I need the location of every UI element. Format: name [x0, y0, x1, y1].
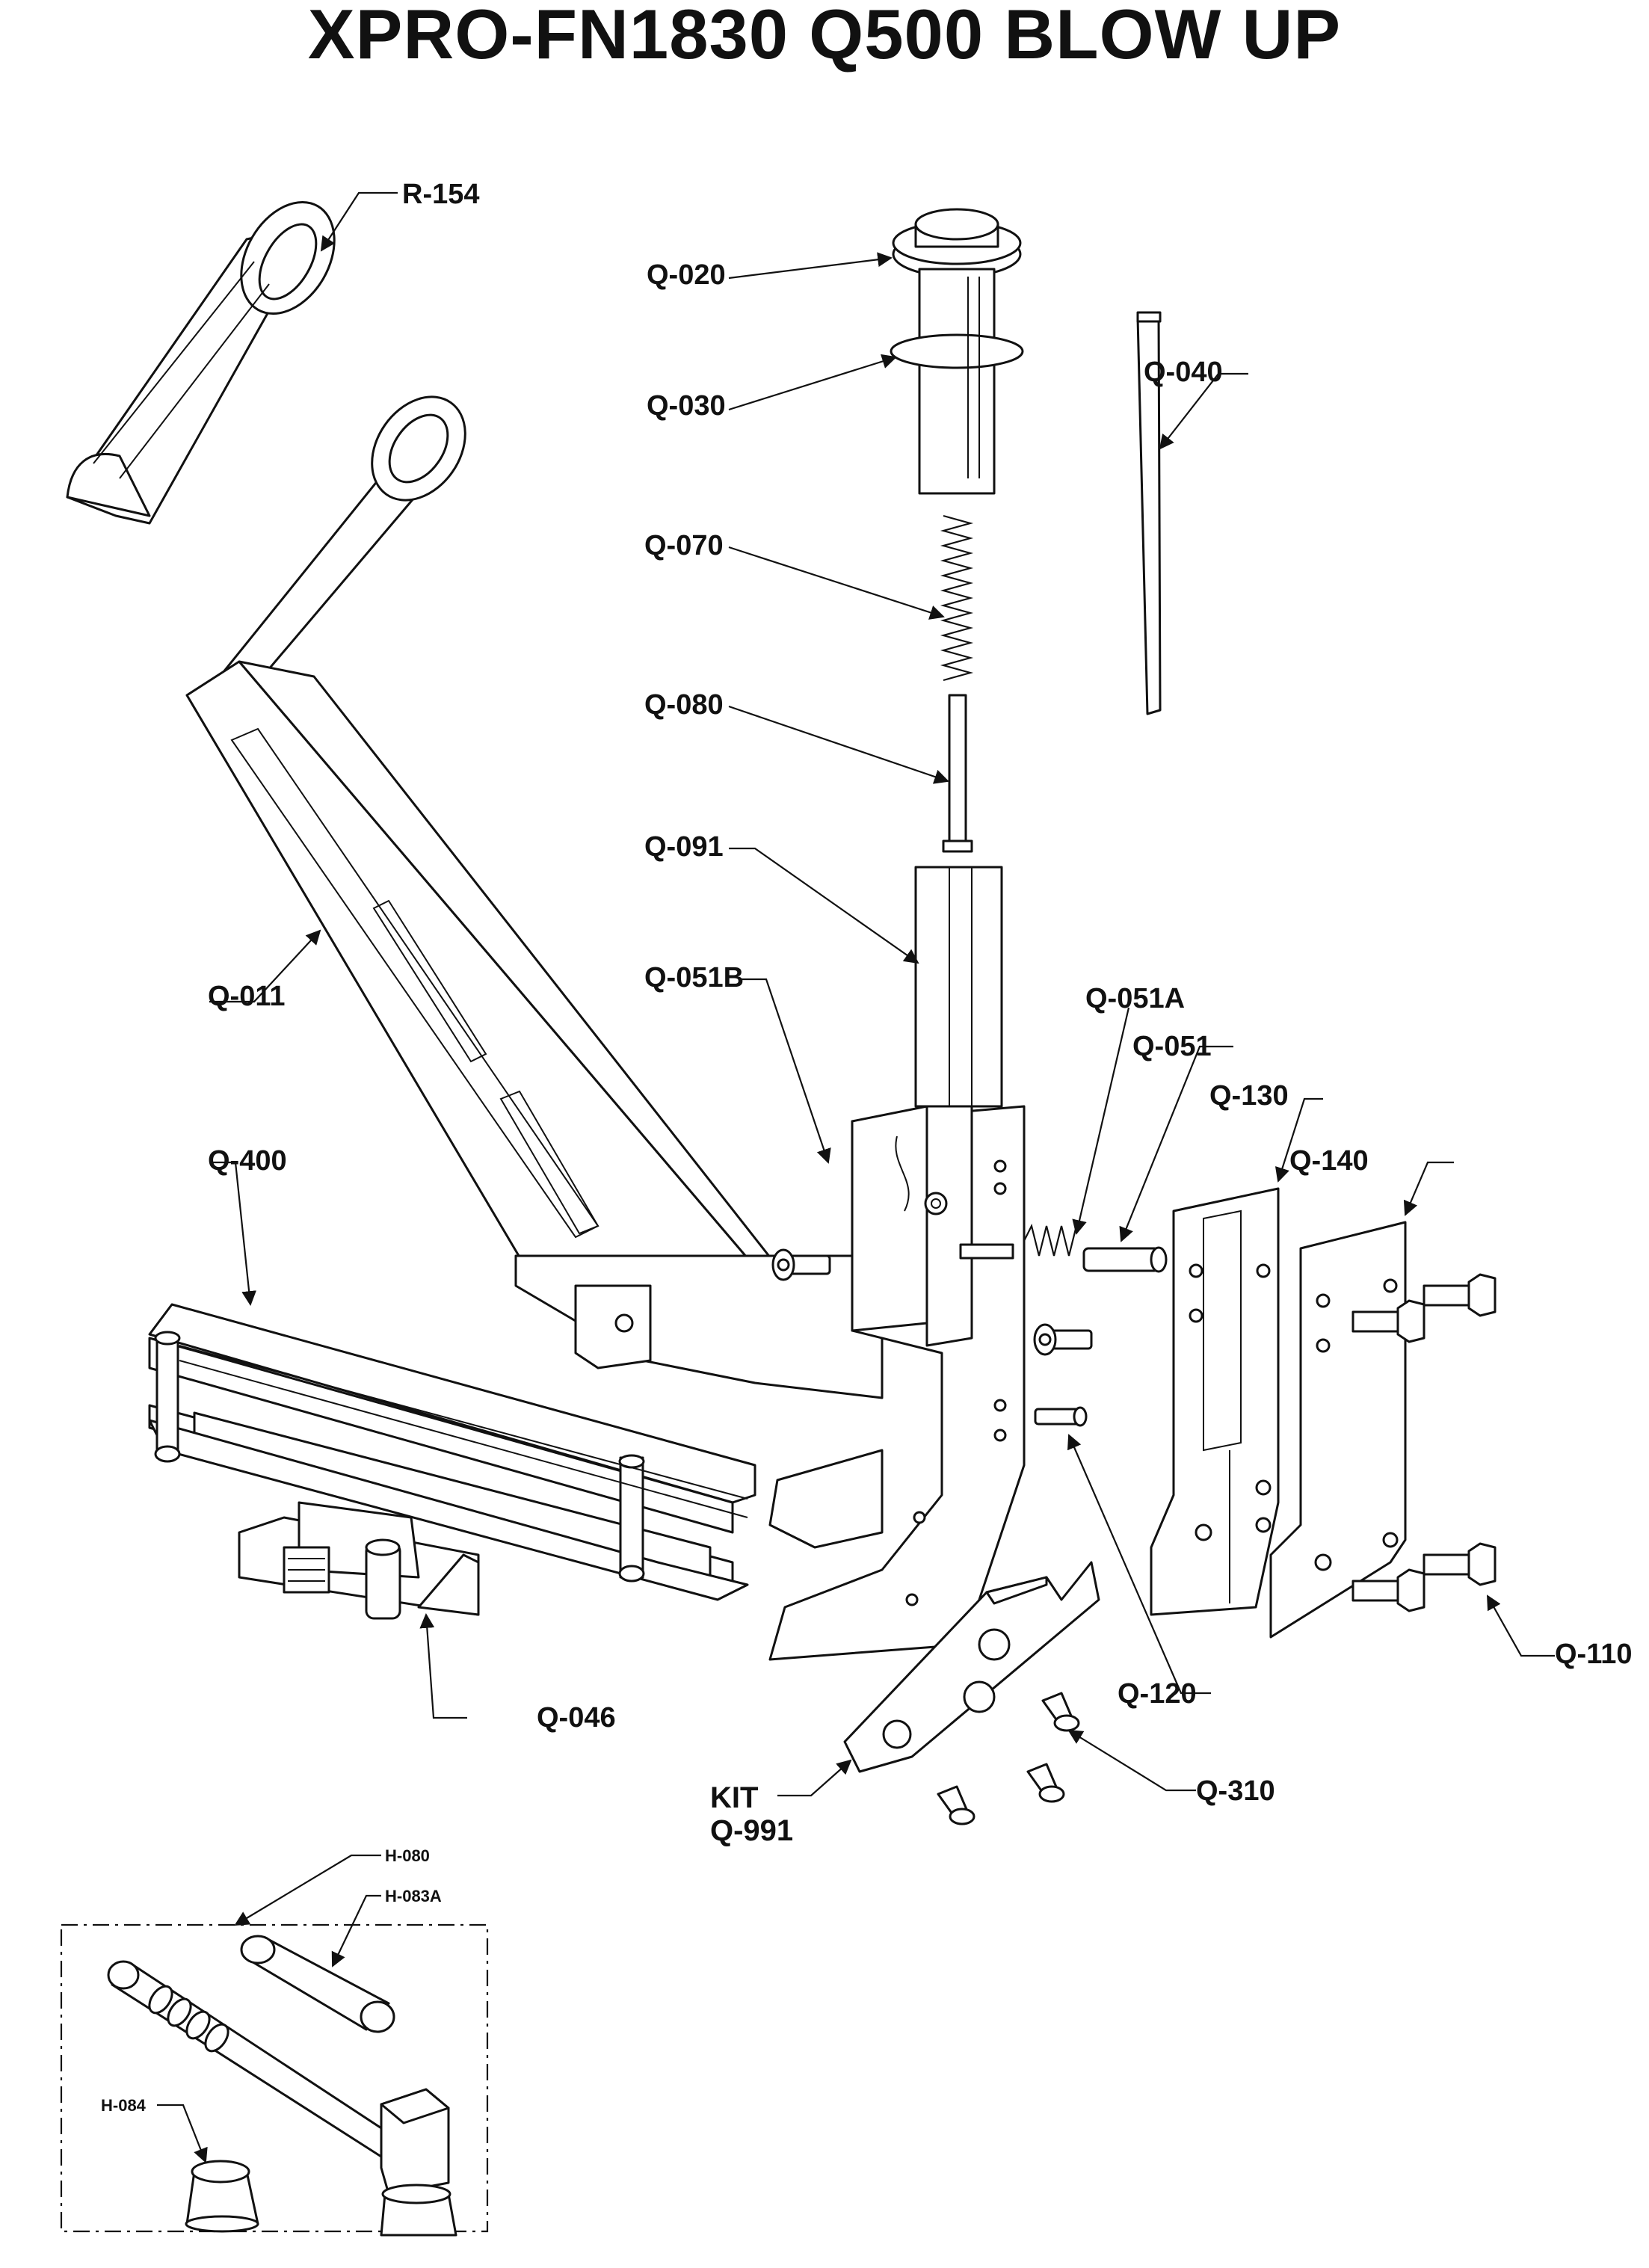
small-spring-q051a — [1023, 1223, 1078, 1257]
label-q130: Q-130 — [1209, 1080, 1289, 1112]
spring-q070 — [940, 514, 974, 682]
label-q400: Q-400 — [208, 1145, 287, 1177]
piston-cap-q020 — [892, 208, 1022, 278]
label-q070: Q-070 — [644, 530, 724, 561]
mallet-kit-inset — [60, 1923, 489, 2237]
label-q110: Q-110 — [1555, 1639, 1633, 1670]
screw-q310-a — [1041, 1692, 1080, 1732]
pin-q120 — [1034, 1406, 1088, 1427]
handle-arm-q011 — [185, 395, 794, 1306]
label-h080: H-080 — [385, 1846, 430, 1865]
part-labels: R-154 Q-020 Q-030 Q-040 Q-070 Q-080 Q-09… — [101, 179, 1633, 2115]
label-q040: Q-040 — [1144, 357, 1223, 388]
label-q051a: Q-051A — [1085, 983, 1185, 1014]
label-kit: KIT — [710, 1781, 758, 1814]
diagram-title: XPRO-FN1830 Q500 BLOW UP — [307, 0, 1342, 73]
guide-channel-q091 — [914, 866, 1003, 1108]
screw-q310-b — [1026, 1763, 1065, 1803]
bolt-lower-left-q110 — [1351, 1568, 1425, 1612]
label-h083a: H-083A — [385, 1887, 442, 1905]
label-q020: Q-020 — [647, 259, 726, 291]
screw-q310-c — [937, 1785, 975, 1825]
label-q310: Q-310 — [1196, 1775, 1275, 1807]
label-q140: Q-140 — [1289, 1145, 1369, 1177]
label-r154: R-154 — [402, 179, 480, 210]
frame-body — [514, 1254, 884, 1549]
label-q080: Q-080 — [644, 689, 724, 721]
bolt-lower-right-q110 — [1423, 1542, 1497, 1586]
label-q030: Q-030 — [647, 390, 726, 422]
bolt-upper-left-q110 — [1351, 1299, 1425, 1343]
label-q991: Q-991 — [710, 1814, 793, 1847]
label-q120: Q-120 — [1118, 1678, 1197, 1710]
label-h084: H-084 — [101, 2096, 147, 2115]
side-plate-q140 — [1269, 1221, 1407, 1639]
driver-blade-q080 — [942, 694, 973, 853]
pusher-q046 — [238, 1501, 480, 1620]
label-q011: Q-011 — [208, 981, 286, 1012]
leader-lines — [157, 191, 1555, 2163]
label-q091: Q-091 — [644, 831, 724, 863]
label-q046: Q-046 — [537, 1702, 616, 1734]
main-housing — [768, 1105, 1026, 1661]
screw-left — [771, 1248, 831, 1281]
mallet-rings — [148, 1985, 229, 2053]
magazine-q400 — [148, 1303, 756, 1601]
label-q051b: Q-051B — [644, 962, 744, 993]
bolt-upper-right-q110 — [1423, 1273, 1497, 1317]
base-shoe-kit-q991 — [843, 1561, 1100, 1773]
screw-right — [1033, 1323, 1093, 1356]
handle-grip-r154 — [66, 200, 336, 525]
label-q051: Q-051 — [1132, 1031, 1212, 1062]
pin-q051 — [1082, 1246, 1168, 1273]
side-plate-q130 — [1150, 1187, 1280, 1616]
strip-q040 — [1136, 311, 1162, 715]
piston-sleeve-q030 — [890, 268, 1024, 495]
